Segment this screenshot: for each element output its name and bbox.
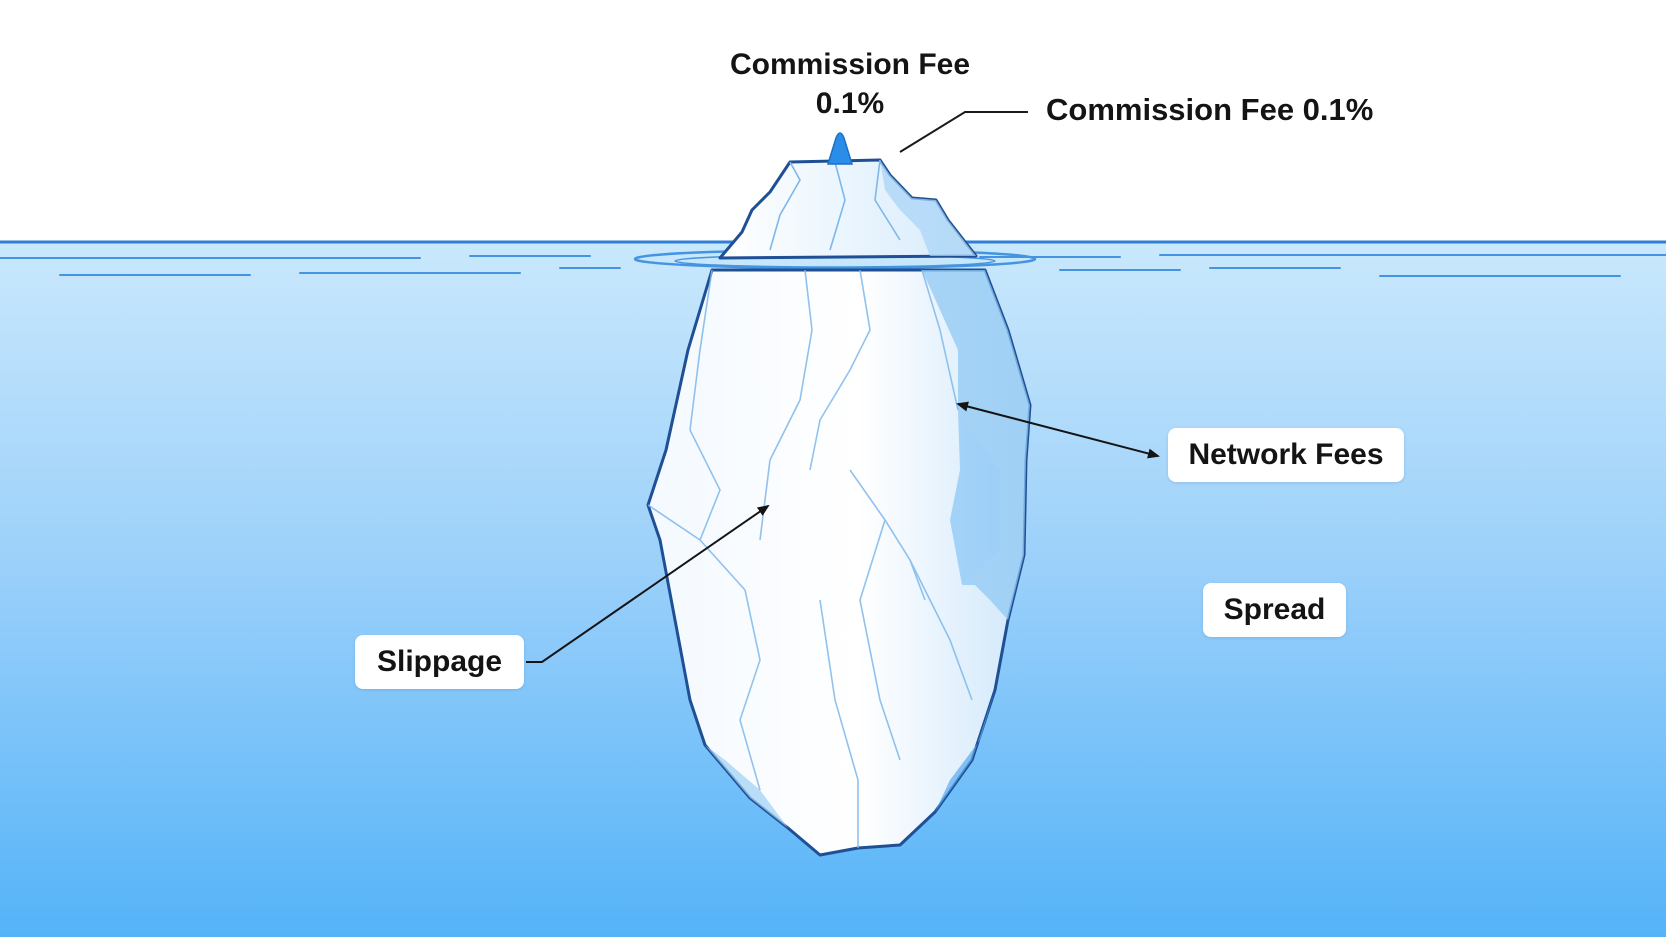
callout-connector — [899, 111, 1028, 153]
tip-label-name: Commission Fee — [729, 48, 971, 81]
iceberg-submerged — [646, 268, 1032, 857]
callout-label: Commission Fee 0.1% — [1046, 92, 1374, 127]
water-ripples — [0, 248, 1666, 277]
tip-accent — [826, 132, 854, 165]
network-fees-tag: Network Fees — [1168, 428, 1404, 482]
slippage-tag: Slippage — [355, 635, 524, 689]
tip-label-value: 0.1% — [815, 87, 885, 120]
network-fees-arrow — [956, 401, 1160, 459]
iceberg-tip — [718, 158, 978, 260]
spread-tag: Spread — [1203, 583, 1346, 637]
slippage-arrow — [526, 504, 770, 663]
